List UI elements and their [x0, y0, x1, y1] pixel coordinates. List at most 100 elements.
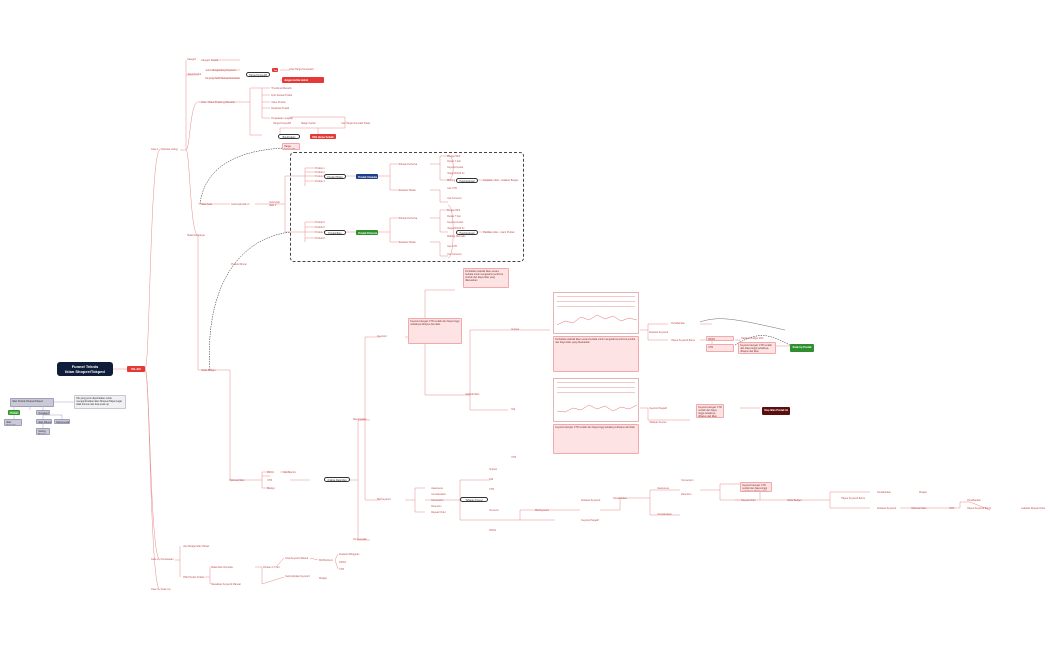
step-1: Awareness	[431, 486, 443, 490]
stats-title[interactable]: Statistik Iklan	[465, 392, 480, 396]
product-b-3: Produk 7	[315, 230, 325, 234]
phase2-lines	[175, 546, 339, 585]
keyword-node[interactable]: Keyword	[377, 334, 387, 338]
budget-node[interactable]: Budget	[267, 486, 275, 490]
product-b-4: Produk 8	[315, 236, 325, 240]
campaign-start[interactable]: Mulai Kampanye	[187, 233, 205, 237]
kw-row-4: Pertahankan	[613, 496, 627, 500]
description-node[interactable]: Deskripsi Produk	[271, 106, 290, 110]
funnel-node[interactable]: Tahapan Funnel	[649, 420, 667, 424]
category-node[interactable]: Kategori	[187, 57, 197, 61]
neg-keyword-node[interactable]: Keyword Negatif	[649, 406, 667, 410]
product-a-1: Produk 1	[315, 166, 325, 170]
main-tag[interactable]: IKLAN	[127, 366, 145, 372]
metric-item-2: Klik	[489, 477, 494, 481]
result-b[interactable]: Hasil Evaluasi	[456, 230, 478, 235]
scale-node[interactable]: Skala Budget	[201, 368, 216, 372]
product-a-2: Produk 2	[315, 170, 325, 174]
winner-node[interactable]: Produk Winner	[231, 262, 247, 266]
check-node[interactable]: Cek Metrics	[283, 470, 296, 474]
metric-item-5: ROAS	[489, 528, 496, 532]
monitor-a[interactable]: Pantau Performa	[399, 162, 418, 166]
metrics-node[interactable]: Metrics Iklan	[353, 417, 367, 421]
kw-note-box: Keyword dengan CTR rendah dan biaya ting…	[740, 482, 772, 492]
list-a-2: Durasi 7 hari	[447, 159, 461, 163]
left-tree-top[interactable]: Iklan Produk Shopee/Tokped	[10, 398, 54, 407]
compare-node[interactable]: Bandingkan	[278, 134, 300, 139]
evaluate-a[interactable]: Evaluasi Harian	[399, 188, 416, 192]
list-b-1: Budget 50rb	[447, 208, 461, 212]
campaign-group-1[interactable]: Kelompok Iklan 1	[231, 202, 250, 206]
left-tree-budget[interactable]: Tentukan Budget	[36, 410, 50, 415]
campaign-initial[interactable]: Iklan Awal	[201, 202, 212, 206]
scale-up-tag[interactable]: Scale Up Produk	[790, 344, 814, 352]
adjust-node[interactable]: Penyesuaian	[353, 537, 368, 541]
campaign-group-boundary	[290, 152, 524, 262]
metric-2: Klik	[511, 407, 516, 411]
phase2-g: Budget	[319, 576, 327, 580]
phase2-b[interactable]: Pilih Produk Terlaris	[183, 575, 205, 579]
result-a[interactable]: Hasil Evaluasi	[456, 178, 478, 183]
final-b: Hentikan Iklan - Ganti Produk	[483, 230, 515, 234]
phase2-f2: ROAS	[339, 560, 346, 564]
phase-1-node[interactable]: Fase 1 - Optimasi Listing	[151, 147, 178, 151]
metric-1: Impresi	[511, 327, 520, 331]
bid-node[interactable]: Bid Keyword	[377, 497, 391, 501]
price-warning-2: Jangan terlalu murah	[272, 68, 278, 72]
left-tree-lines	[13, 401, 74, 428]
list-b-7: Cek Konversi	[447, 252, 462, 256]
stop-tag[interactable]: Stop Iklan Produk Ini	[762, 407, 790, 415]
phase2-c[interactable]: Mulai Iklan Otomatis	[211, 565, 233, 569]
left-tree-recommend[interactable]: Rekomendasi Budget	[54, 419, 70, 424]
tag-flagship[interactable]: Produk Unggulan	[356, 174, 378, 179]
kw-row-17: Pertahankan	[967, 498, 981, 502]
metric-item-4: Konversi	[489, 508, 499, 512]
monitor-b[interactable]: Pantau Performa	[399, 216, 418, 220]
optimize-node[interactable]: Optimasi Iklan	[229, 478, 245, 482]
label-new[interactable]: Produk Baru	[324, 230, 346, 235]
pick-best-node[interactable]: Pilih Harga Terbaik	[310, 134, 336, 139]
list-b-3: Keyword Lebar	[447, 220, 464, 224]
left-tree-daily[interactable]: Setting Budget Harian	[36, 428, 50, 435]
left-tree-auto[interactable]: Iklan Otomatis	[4, 419, 22, 426]
product-b-1: Produk 5	[315, 220, 325, 224]
budget-box: Keyword dengan CTR rendah dan biaya ting…	[738, 342, 776, 354]
left-tree-manual[interactable]: Iklan Manual	[36, 419, 52, 424]
title-node[interactable]: Judul Produk	[187, 72, 202, 76]
price-option-3: Cek Harga Terendah Pasar	[341, 121, 371, 125]
category-detail: Kategori Sesuai	[201, 58, 218, 62]
evaluate-b[interactable]: Evaluasi Harian	[399, 240, 416, 244]
left-tree-product[interactable]: Produk	[8, 410, 20, 415]
metric-3: CTR	[511, 455, 517, 459]
phase-2-node[interactable]: Fase 2 - Pemanasan	[151, 557, 174, 561]
phase2-e: Bid Minimum	[319, 558, 334, 562]
phase2-a[interactable]: Atur Budget Iklan Harian	[183, 544, 210, 548]
label-selected[interactable]: Produk Pilihan	[324, 174, 346, 179]
analyze-node[interactable]: Analisa Data Iklan	[324, 477, 350, 482]
price-node[interactable]: Harga Kompetitif	[246, 72, 270, 77]
phase2-c2: Lihat Keyword Masuk	[285, 556, 309, 560]
price-option-1: Harga Kompetitif	[273, 121, 291, 125]
cut-node: Hapus Keyword Boros	[671, 338, 695, 342]
ctr-node[interactable]: CTR	[267, 478, 273, 482]
roas-node[interactable]: ROAS	[267, 470, 274, 474]
kw-row-15: Optimasi Iklan	[911, 506, 927, 510]
phase2-f3: CTR	[339, 567, 345, 571]
product-a-4: Produk 4	[315, 179, 325, 183]
step-2: Consideration	[431, 492, 446, 496]
side-note: Hal yang perlu diperhatikan untuk mengop…	[74, 395, 126, 409]
root-node[interactable]: Funnel Teknis Iklan Shopee/Tokped	[57, 362, 113, 376]
root-subtitle: Iklan Shopee/Tokped	[65, 369, 105, 374]
campaign-group-2[interactable]: Kelompok Iklan 2	[269, 200, 280, 207]
ctr-box: CTR	[706, 344, 734, 352]
funnel-center[interactable]: Tahapan Funnel	[460, 497, 488, 502]
phase-3-node[interactable]: Fase 3 - Scale Up	[151, 587, 171, 591]
media-node[interactable]: Foto / Video Produk yg Menarik	[201, 100, 235, 104]
phase2-d[interactable]: Masukkan Keyword Manual	[211, 582, 241, 586]
evaluate-node[interactable]: Evaluasi Keyword	[649, 330, 669, 334]
tag-potential[interactable]: Produk Potensial	[356, 230, 378, 235]
kw-row-13: Evaluasi Keyword	[877, 506, 897, 510]
kw-row-8: Retention	[681, 492, 692, 496]
